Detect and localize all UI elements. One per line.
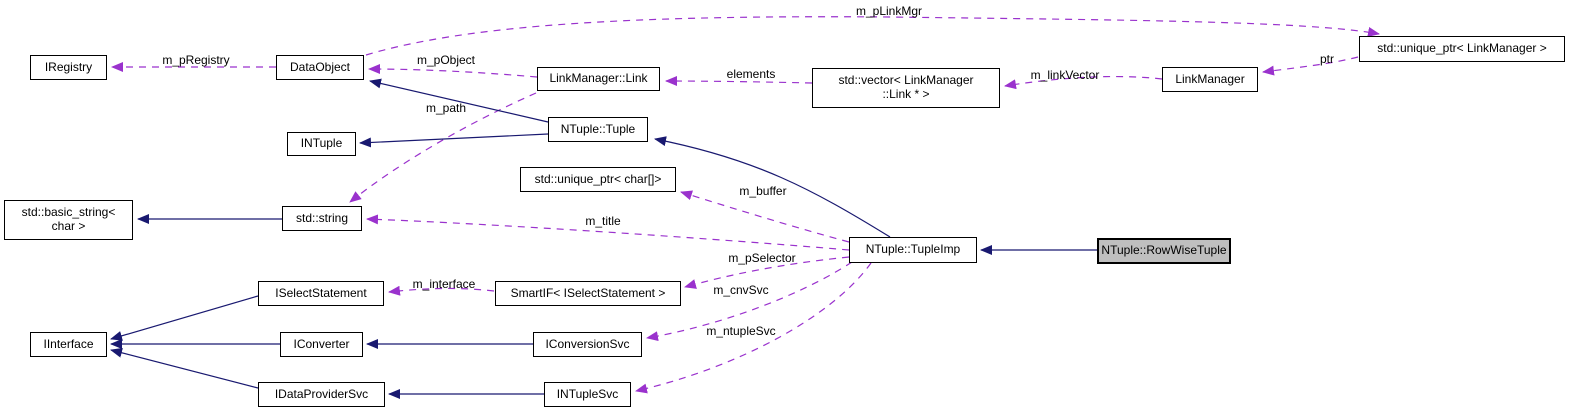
node-iinterface[interactable]: IInterface: [30, 332, 107, 357]
node-idataprovidersvc[interactable]: IDataProviderSvc: [258, 382, 385, 407]
node-iregistry[interactable]: IRegistry: [30, 55, 107, 80]
edge-m-cnvsvc: [646, 261, 853, 342]
edge-m-title: [366, 214, 850, 251]
node-iconverter[interactable]: IConverter: [280, 332, 363, 357]
node-std-string[interactable]: std::string: [282, 206, 362, 231]
node-vector-linkmanager-link[interactable]: std::vector< LinkManager ::Link * >: [812, 68, 1000, 108]
node-linkmanager-link[interactable]: LinkManager::Link: [537, 67, 660, 91]
node-smartif-iselectstatement[interactable]: SmartIF< ISelectStatement >: [495, 281, 681, 306]
node-unique-ptr-char[interactable]: std::unique_ptr< char[]>: [520, 167, 676, 192]
edge-m-plinkmgr: [365, 16, 1380, 56]
edge-tuple-intuple: [359, 133, 549, 148]
edge-m-pobject: [368, 64, 538, 78]
node-iselectstatement[interactable]: ISelectStatement: [258, 281, 384, 306]
node-basic-string[interactable]: std::basic_string< char >: [4, 200, 133, 240]
edge-m-ntuplesvc: [635, 262, 872, 394]
node-intuple[interactable]: INTuple: [287, 132, 356, 156]
edge-m-interface: [388, 285, 495, 296]
node-dataobject[interactable]: DataObject: [276, 55, 364, 80]
node-iconversionsvc[interactable]: IConversionSvc: [533, 332, 642, 357]
edge-tupleimp-tuple: [654, 136, 891, 238]
node-intuplesvc[interactable]: INTupleSvc: [544, 382, 631, 407]
edge-m-path: [349, 92, 537, 203]
edge-m-pselector: [684, 256, 850, 289]
edge-iselectstatement-iinterface: [110, 295, 259, 341]
node-ntuple-tupleimp[interactable]: NTuple::TupleImp: [849, 237, 977, 263]
node-ntuple-rowwisetuple[interactable]: NTuple::RowWiseTuple: [1097, 238, 1231, 264]
node-unique-ptr-linkmanager[interactable]: std::unique_ptr< LinkManager >: [1359, 36, 1565, 62]
edge-tuple-dataobject: [369, 78, 549, 123]
edge-ptr: [1262, 56, 1359, 76]
edge-elements: [665, 76, 813, 87]
node-ntuple-tuple[interactable]: NTuple::Tuple: [548, 117, 648, 142]
edge-m-buffer: [680, 190, 850, 243]
edge-m-linkvector: [1004, 75, 1163, 90]
node-linkmanager[interactable]: LinkManager: [1162, 67, 1258, 92]
edge-idataprovidersvc-iinterface: [110, 347, 259, 389]
